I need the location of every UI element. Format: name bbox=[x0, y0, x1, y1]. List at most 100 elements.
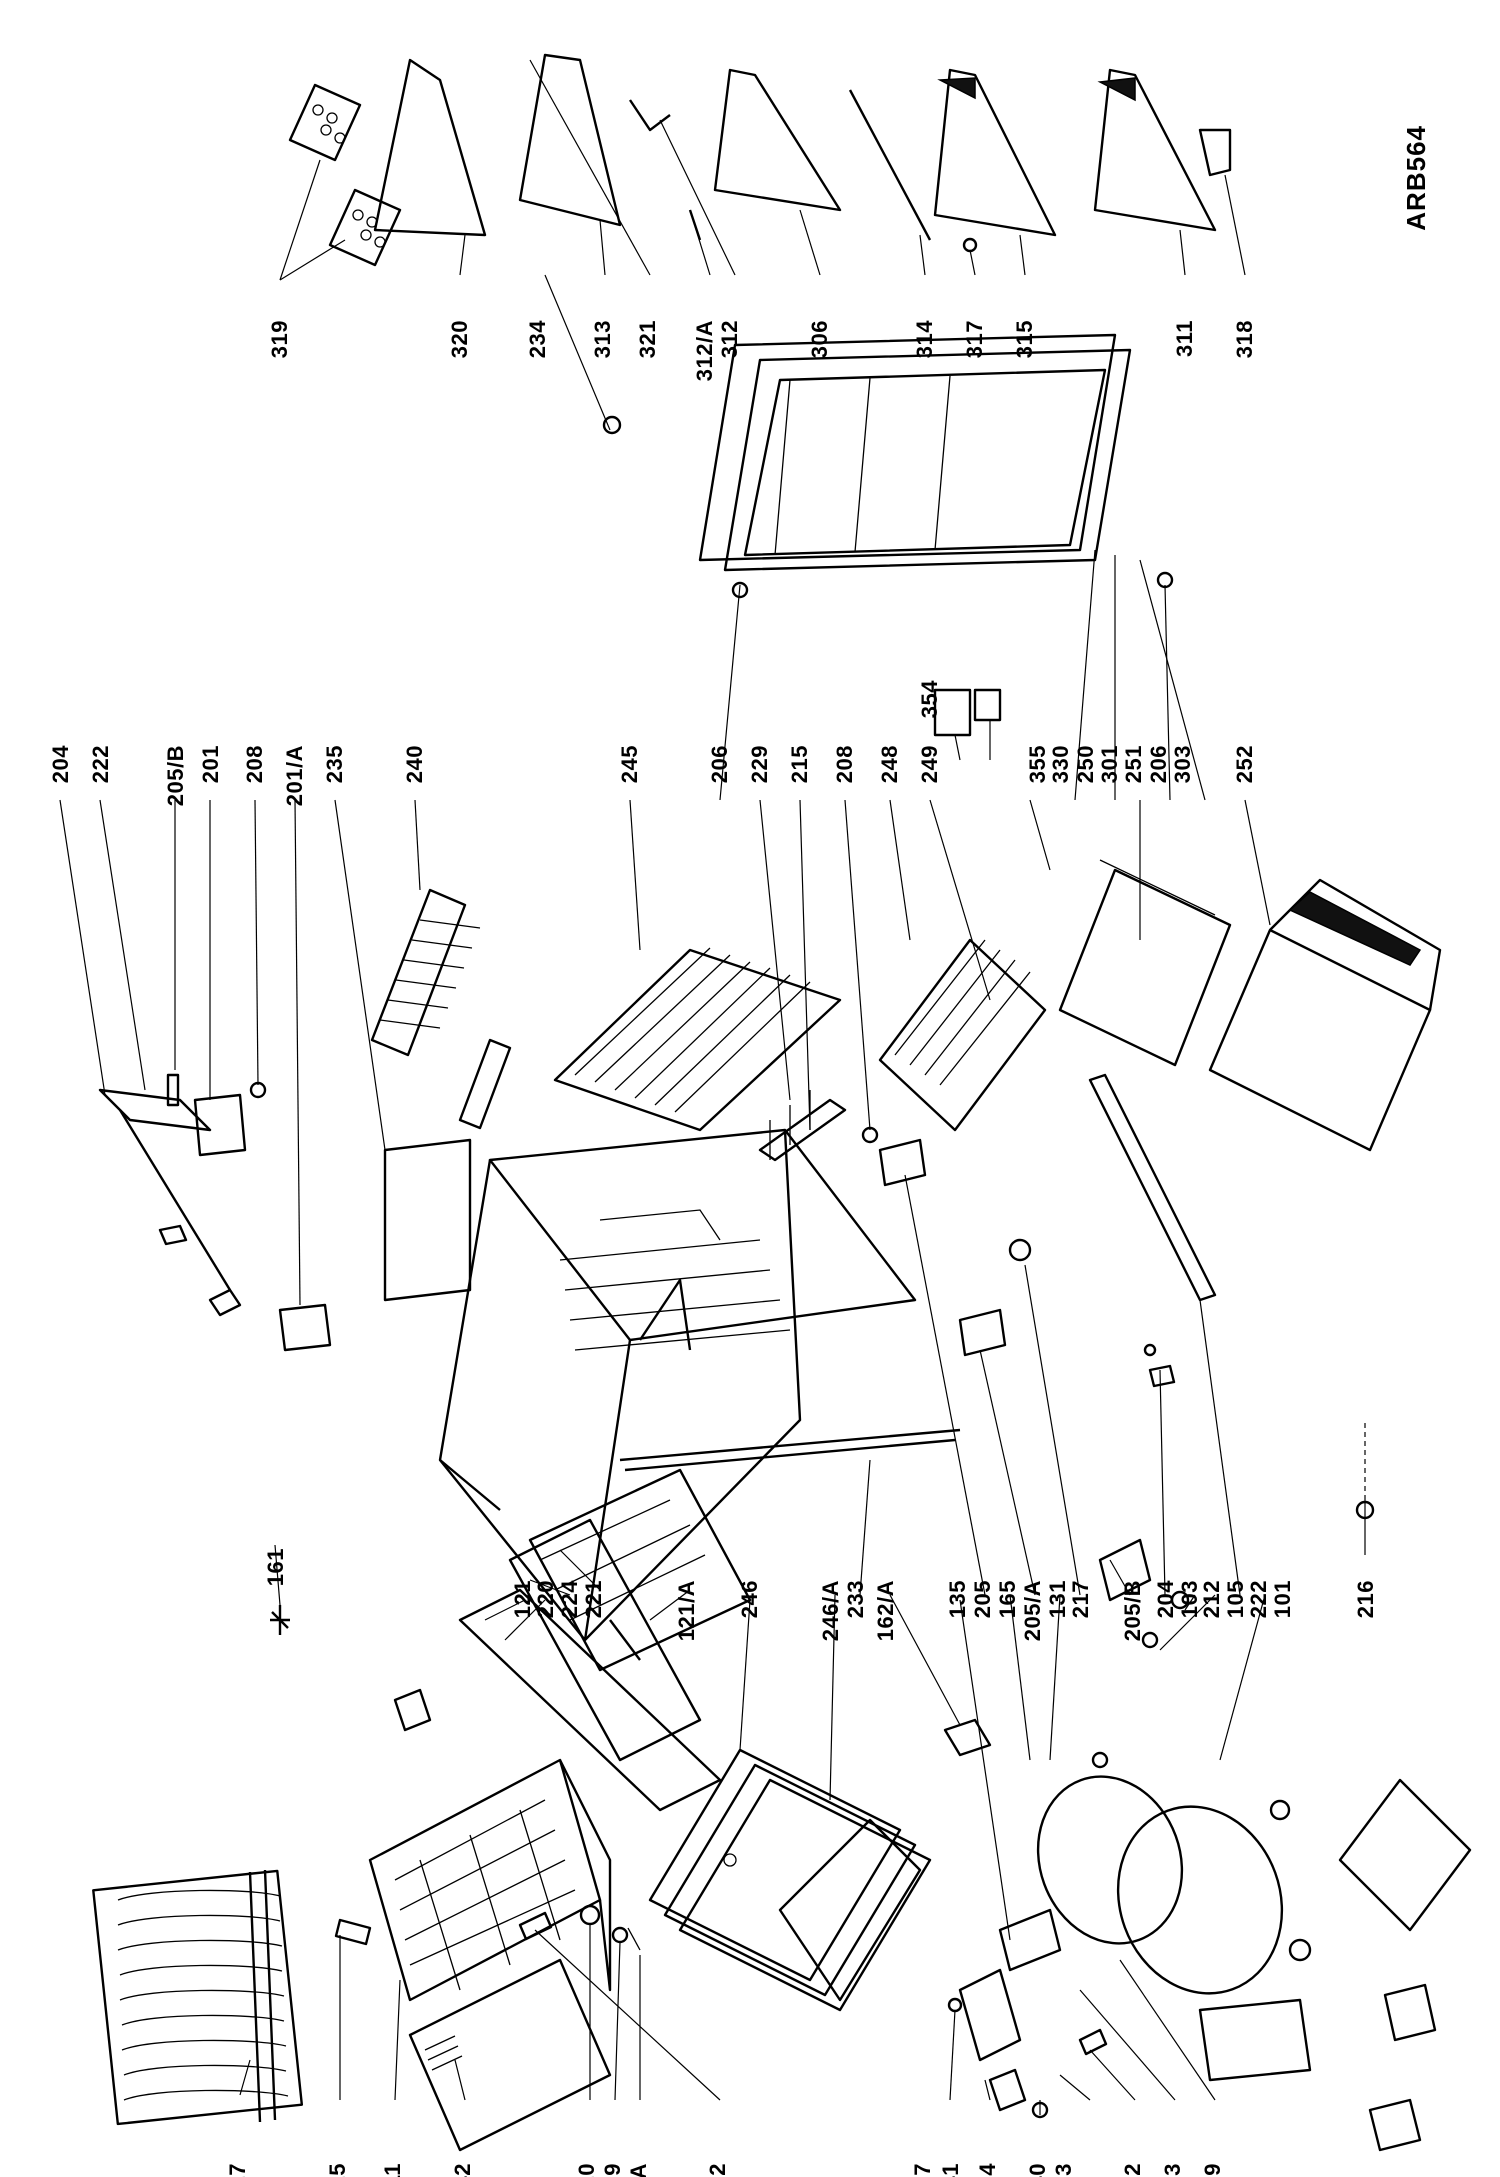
part-321 bbox=[629, 99, 671, 132]
label-209a: 209/A bbox=[626, 2163, 651, 2177]
label-173: 173 bbox=[1160, 2163, 1185, 2177]
inner-liner bbox=[368, 1758, 612, 2002]
label-313: 313 bbox=[590, 320, 615, 358]
part-141 bbox=[947, 1997, 963, 2013]
label-205b2: 205/B bbox=[1120, 1580, 1145, 1641]
label-115: 115 bbox=[325, 2163, 350, 2177]
label-246a: 246/A bbox=[818, 1580, 843, 1641]
egg-trays bbox=[288, 83, 402, 267]
label-140: 140 bbox=[1025, 2163, 1050, 2177]
label-249: 249 bbox=[917, 745, 942, 783]
label-303: 303 bbox=[1170, 745, 1195, 783]
label-251: 251 bbox=[1121, 745, 1146, 783]
crisper-drawer bbox=[1208, 878, 1442, 1152]
part-208 bbox=[249, 1081, 267, 1099]
label-319: 319 bbox=[267, 320, 292, 358]
label-121a: 121/A bbox=[674, 1580, 699, 1641]
leader-lines bbox=[59, 59, 1366, 2115]
part-164 bbox=[988, 2068, 1027, 2112]
label-208b: 208 bbox=[832, 745, 857, 783]
label-321: 321 bbox=[635, 320, 660, 358]
part-354 bbox=[933, 688, 972, 737]
part-162a bbox=[943, 1718, 992, 1757]
part-201a bbox=[278, 1303, 332, 1352]
door-assembly bbox=[648, 1748, 932, 2012]
label-232: 232 bbox=[705, 2163, 730, 2177]
label-217: 217 bbox=[1068, 1580, 1093, 1618]
label-250: 250 bbox=[1073, 745, 1098, 783]
label-101: 101 bbox=[1270, 1580, 1295, 1618]
label-245: 245 bbox=[617, 745, 642, 783]
label-210: 210 bbox=[574, 2163, 599, 2177]
part-235 bbox=[383, 1138, 472, 1302]
part-234 bbox=[602, 415, 622, 435]
label-252: 252 bbox=[1232, 745, 1257, 783]
label-311: 311 bbox=[1172, 320, 1197, 357]
label-206b: 206 bbox=[1146, 745, 1171, 783]
label-201a: 201/A bbox=[282, 745, 307, 806]
label-315: 315 bbox=[1012, 320, 1037, 358]
part-205b bbox=[166, 1073, 180, 1107]
label-208: 208 bbox=[242, 745, 267, 783]
label-220: 220 bbox=[533, 1580, 558, 1618]
wire-shelf-upper bbox=[553, 947, 842, 1132]
label-229: 229 bbox=[747, 745, 772, 783]
label-169: 169 bbox=[1200, 2163, 1225, 2177]
label-248: 248 bbox=[877, 745, 902, 783]
part-355 bbox=[973, 688, 1002, 722]
label-141: 141 bbox=[938, 2163, 963, 2177]
part-314 bbox=[848, 89, 932, 241]
label-161: 161 bbox=[263, 1548, 288, 1586]
label-215: 215 bbox=[787, 745, 812, 783]
label-318: 318 bbox=[1232, 320, 1257, 358]
part-205 bbox=[878, 1138, 927, 1187]
part-317 bbox=[962, 237, 978, 253]
label-205b: 205/B bbox=[163, 745, 188, 806]
hinge-arm-bottom bbox=[1088, 1073, 1217, 1302]
label-105: 105 bbox=[1223, 1580, 1248, 1618]
label-103: 103 bbox=[1177, 1580, 1202, 1618]
label-209: 209 bbox=[600, 2163, 625, 2177]
label-164: 164 bbox=[975, 2163, 1000, 2177]
label-312: 312 bbox=[717, 320, 742, 358]
label-216: 216 bbox=[1353, 1580, 1378, 1618]
door-frame bbox=[698, 333, 1132, 572]
label-234: 234 bbox=[525, 320, 550, 358]
part-210 bbox=[579, 1904, 601, 1926]
label-233: 233 bbox=[843, 1580, 868, 1618]
part-208b bbox=[861, 1126, 879, 1144]
cabinet-body bbox=[438, 1128, 961, 1661]
label-163: 163 bbox=[1051, 2163, 1076, 2177]
label-355: 355 bbox=[1025, 745, 1050, 783]
label-222: 222 bbox=[88, 745, 113, 783]
label-212: 212 bbox=[1199, 1580, 1224, 1618]
label-314: 314 bbox=[912, 320, 937, 358]
door-bins bbox=[373, 53, 1217, 237]
glass-shelf bbox=[1058, 868, 1232, 1067]
label-111: 111 bbox=[380, 2163, 405, 2177]
part-217 bbox=[1008, 1238, 1032, 1262]
ice-tray bbox=[370, 888, 512, 1130]
label-317: 317 bbox=[962, 320, 987, 358]
label-117: 117 bbox=[225, 2163, 250, 2177]
label-354: 354 bbox=[917, 680, 942, 718]
label-121: 121 bbox=[510, 1580, 535, 1618]
label-205a: 205/A bbox=[1020, 1580, 1045, 1641]
label-137: 137 bbox=[910, 2163, 935, 2177]
label-301: 301 bbox=[1097, 745, 1122, 783]
label-312a: 312/A bbox=[692, 320, 717, 381]
label-235: 235 bbox=[322, 745, 347, 783]
label-204b: 204 bbox=[1153, 1580, 1178, 1618]
part-318 bbox=[1198, 128, 1232, 177]
callout-labels: 117 115 111 142 210 209 209/A 232 137 14… bbox=[48, 125, 1431, 2177]
label-206: 206 bbox=[707, 745, 732, 783]
label-221: 221 bbox=[581, 1580, 606, 1618]
wire-shelf-lower bbox=[878, 938, 1047, 1132]
part-206 bbox=[731, 581, 749, 599]
label-162a: 162/A bbox=[873, 1580, 898, 1641]
part-209 bbox=[611, 1926, 629, 1944]
label-135: 135 bbox=[945, 1580, 970, 1618]
part-201 bbox=[193, 1093, 247, 1157]
hinge-arm-top bbox=[98, 1088, 242, 1317]
label-246: 246 bbox=[737, 1580, 762, 1618]
